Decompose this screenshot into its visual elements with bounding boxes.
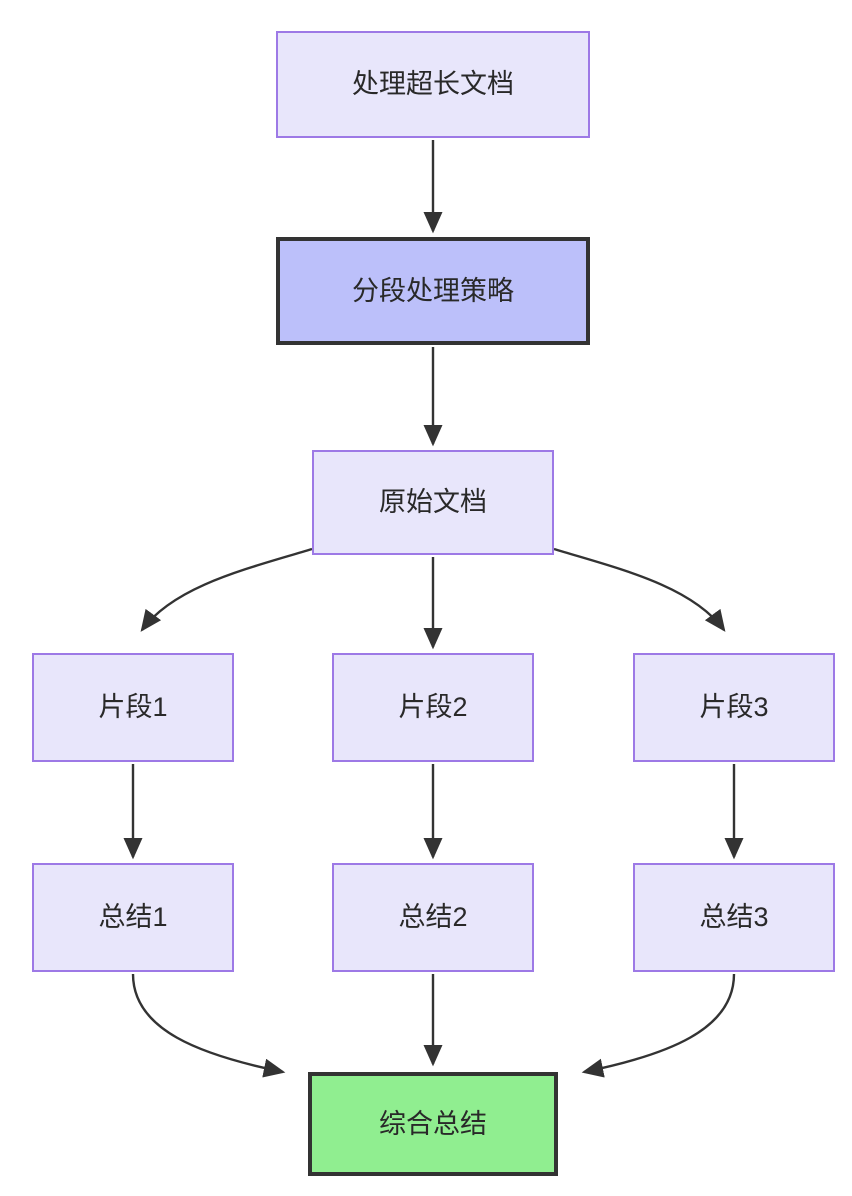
- flow-node-n9[interactable]: 总结3: [633, 863, 835, 972]
- flow-node-label: 分段处理策略: [352, 275, 514, 306]
- flow-node-n8[interactable]: 总结2: [332, 863, 534, 972]
- flow-node-n3[interactable]: 原始文档: [312, 450, 554, 555]
- flow-node-label: 原始文档: [379, 487, 487, 518]
- edge-n7-to-n10: [131, 973, 286, 1078]
- flow-node-label: 总结2: [398, 902, 468, 933]
- flow-node-n6[interactable]: 片段3: [633, 653, 835, 762]
- flow-node-n1[interactable]: 处理超长文档: [276, 31, 590, 138]
- flow-node-label: 片段3: [699, 692, 769, 723]
- flow-node-label: 处理超长文档: [352, 69, 514, 100]
- flow-node-label: 片段2: [398, 692, 468, 723]
- flow-node-label: 综合总结: [379, 1108, 487, 1139]
- flow-node-label: 片段1: [98, 692, 168, 723]
- flow-node-label: 总结1: [98, 902, 168, 933]
- flow-node-n4[interactable]: 片段1: [32, 653, 234, 762]
- edge-n3-to-n6: [553, 547, 726, 632]
- flow-node-n5[interactable]: 片段2: [332, 653, 534, 762]
- flow-node-label: 总结3: [699, 902, 769, 933]
- flow-node-n7[interactable]: 总结1: [32, 863, 234, 972]
- flow-node-n10[interactable]: 综合总结: [308, 1072, 558, 1176]
- edge-n9-to-n10: [581, 973, 736, 1078]
- edge-n3-to-n4: [140, 547, 313, 632]
- flow-node-n2[interactable]: 分段处理策略: [276, 237, 590, 345]
